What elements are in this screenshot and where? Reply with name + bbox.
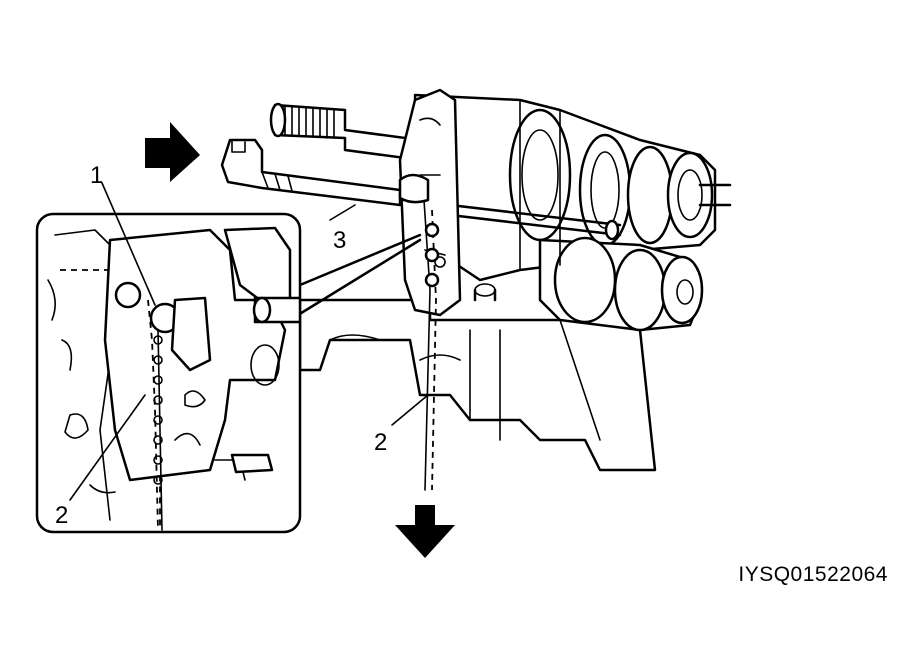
- gear-stack: [413, 93, 732, 332]
- callout-3: 3: [333, 227, 346, 254]
- push-arrow-right: [145, 122, 200, 182]
- pull-arrow-down: [395, 505, 455, 558]
- callout-2-main: 2: [374, 429, 387, 456]
- detail-inset: [35, 212, 302, 534]
- leader-lines: [69, 182, 429, 501]
- callout-2-inset: 2: [55, 502, 68, 529]
- detent-spring-main: [398, 173, 440, 491]
- zoom-lines: [296, 233, 422, 317]
- image-code: IYSQ01522064: [738, 563, 888, 586]
- input-shaft: [269, 102, 422, 162]
- callout-1: 1: [90, 162, 103, 189]
